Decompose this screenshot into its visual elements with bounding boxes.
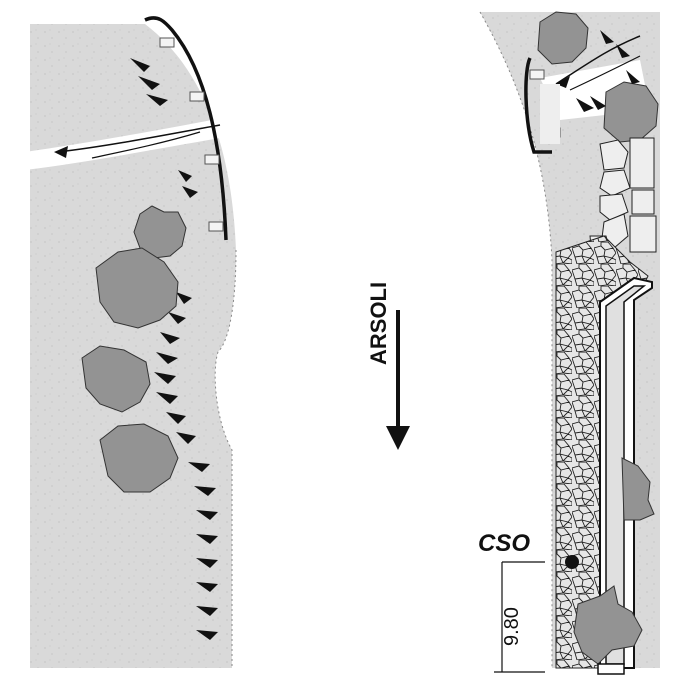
right-bank-trees-lower xyxy=(573,457,655,665)
left-retaining-curb xyxy=(144,16,228,241)
right-retaining-curb xyxy=(524,57,561,154)
outflow-channel xyxy=(25,118,222,170)
slope-tick-icon xyxy=(196,558,218,568)
left-embankment xyxy=(130,58,218,640)
right-embankment xyxy=(576,30,640,112)
right-trees xyxy=(537,11,659,143)
slope-tick-icon xyxy=(196,606,218,616)
flow-arrow-icon xyxy=(54,146,68,158)
slope-tick-icon xyxy=(188,462,210,472)
road-label: ARSOLI xyxy=(366,282,391,365)
slope-tick-icon xyxy=(196,510,218,520)
tree-icon xyxy=(603,81,659,143)
slope-tick-icon xyxy=(178,170,192,182)
dimension-line xyxy=(494,561,545,673)
slope-tick-icon xyxy=(590,96,606,110)
direction-arrow xyxy=(386,310,410,450)
slope-tick-icon xyxy=(196,582,218,592)
tree-icon xyxy=(95,247,179,329)
slope-tick-icon xyxy=(626,70,640,84)
slope-tick-icon xyxy=(154,372,176,384)
tree-icon xyxy=(621,457,655,521)
slope-tick-icon xyxy=(176,432,196,444)
slope-tick-icon xyxy=(196,534,218,544)
tree-icon xyxy=(537,11,589,65)
slope-tick-icon xyxy=(156,352,178,364)
left-ground-area xyxy=(30,24,237,668)
slope-tick-icon xyxy=(176,292,192,304)
marker-dot-icon xyxy=(565,555,579,569)
stone-blocks xyxy=(589,137,657,257)
tree-icon xyxy=(133,205,187,259)
channel-outlet xyxy=(597,663,625,675)
slope-tick-icon xyxy=(146,94,168,106)
tree-icon xyxy=(81,345,151,413)
slope-tick-icon xyxy=(600,30,614,44)
tree-icon xyxy=(99,423,179,493)
slope-tick-icon xyxy=(160,332,180,344)
slope-tick-icon xyxy=(196,630,218,640)
tree-icon xyxy=(573,585,643,665)
slope-tick-icon xyxy=(156,392,178,404)
left-trees xyxy=(81,205,187,493)
dimension-label: 9.80 xyxy=(501,607,523,646)
station-label: CSO xyxy=(478,530,530,557)
arrow-down-icon xyxy=(386,426,410,450)
slope-tick-icon xyxy=(168,312,186,324)
slope-tick-icon xyxy=(130,58,150,72)
slope-tick-icon xyxy=(182,186,198,198)
slope-tick-icon xyxy=(576,98,594,112)
slope-tick-icon xyxy=(194,486,216,496)
slope-tick-icon xyxy=(616,44,630,58)
slope-tick-icon xyxy=(166,412,186,424)
slope-tick-icon xyxy=(138,76,160,90)
